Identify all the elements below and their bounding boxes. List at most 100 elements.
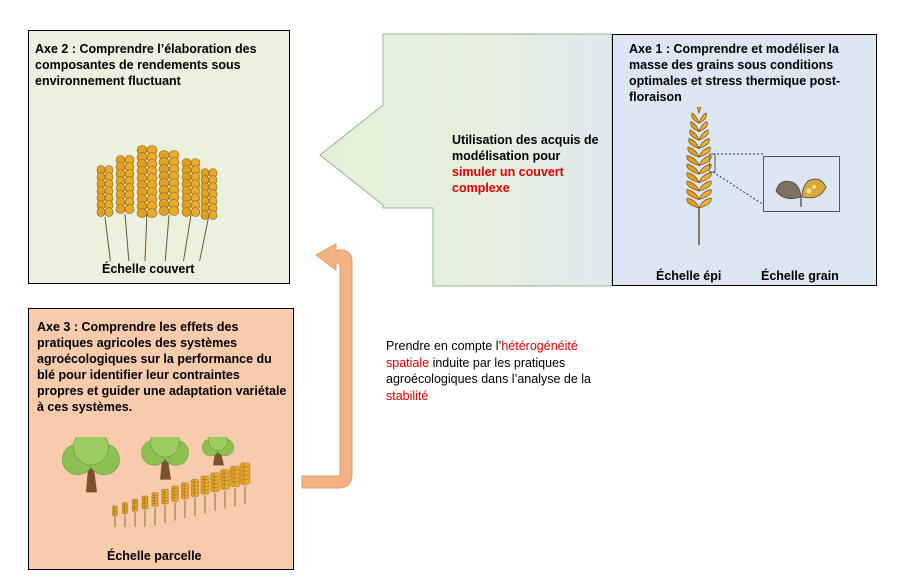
grain-icon [775, 178, 827, 207]
side-note-part3: induite par les pratiques agroécologique… [386, 355, 592, 387]
canopy-wheat-head-grain [200, 210, 210, 220]
zoom-lines [709, 153, 765, 206]
canopy-wheat-head-grain [146, 208, 158, 218]
field-wheat-grain [134, 508, 139, 512]
field-tree [202, 437, 234, 466]
field-tree [62, 437, 120, 493]
ear-spikelet [698, 172, 712, 184]
axe3-title: Axe 3 : Comprendre les effets des pratiq… [37, 320, 287, 414]
ear-spikelet [698, 121, 708, 133]
canopy-wheat-head-grain [168, 206, 180, 216]
ear-spikelet [698, 138, 710, 150]
field-wheat-grain [193, 492, 200, 497]
curved-return-arrow [301, 243, 353, 489]
ear-spikelet [698, 112, 707, 124]
canopy-wheat-head [158, 150, 180, 261]
canopy-wheat-head-grain [96, 207, 106, 217]
field-wheat-grain [203, 489, 210, 495]
ear-spikelet [698, 129, 709, 141]
big-left-arrow [319, 33, 613, 287]
ear-spikelet [698, 155, 712, 167]
ear-spikelet [686, 163, 700, 175]
field-wheat [131, 498, 139, 527]
canopy-wheat-head [199, 168, 218, 261]
field-wheat [190, 479, 200, 516]
canopy-wheat-head-grain [104, 207, 114, 217]
axe1-caption-epi: Échelle épi [656, 269, 722, 283]
canopy-wheat-head-grain [208, 210, 218, 220]
field-tree-crown [208, 437, 228, 451]
field-wheat-grain [213, 486, 220, 492]
grain-inset [763, 156, 840, 212]
field-wheat [239, 462, 251, 504]
field-wheat [210, 472, 220, 511]
ear-spikelet [688, 138, 700, 150]
field-wheat [171, 485, 179, 521]
field-wheat [112, 505, 118, 527]
field-tree [141, 437, 189, 480]
field-wheat-grain [223, 484, 230, 490]
field-tree-crown [73, 437, 109, 466]
field-tree-trunk [86, 468, 97, 493]
canopy-wheat-head-grain [136, 208, 148, 218]
field-wheat-grain [174, 497, 179, 502]
wheat-canopy-illustration [96, 145, 218, 261]
side-note-part1: Prendre en compte l’ [386, 339, 502, 353]
side-note-highlight-1: hétérogénéité spatiale [386, 339, 578, 370]
ear-spikelet [689, 129, 700, 141]
field-wheat [200, 475, 210, 514]
side-note-highlight-2: stabilité [386, 388, 429, 403]
canopy-wheat-head [181, 158, 201, 261]
axe2-caption: Échelle couvert [102, 262, 195, 276]
field-wheat-grain [243, 478, 251, 485]
canopy-wheat-head-grain [158, 206, 170, 216]
wheat-ear-illustration [686, 107, 712, 245]
field-tree-crown [150, 437, 180, 458]
field-wheat-grain [233, 481, 241, 488]
field-wheat [122, 502, 128, 527]
canopy-wheat-head-grain [181, 207, 192, 217]
side-note: Prendre en compte l’hétérogénéité spatia… [386, 338, 611, 404]
ear-spikelet [698, 180, 712, 192]
canopy-wheat-head [136, 145, 158, 261]
field-tree-trunk [213, 452, 224, 466]
field-wheat [151, 492, 159, 526]
axe3-caption: Échelle parcelle [107, 549, 202, 563]
axe2-title: Axe 2 : Comprendre l’élaboration des com… [35, 42, 257, 88]
ear-spikelet [687, 146, 700, 158]
ear-spikelet [686, 189, 700, 201]
canopy-wheat-head-stem [144, 211, 148, 261]
field-wheat-grain [184, 494, 190, 500]
axe1-title: Axe 1 : Comprendre et modéliser la masse… [629, 42, 841, 104]
canopy-wheat-head-stem [104, 216, 111, 261]
axe2-box: Axe 2 : Comprendre l’élaboration des com… [28, 30, 290, 284]
ear-spikelet [686, 155, 700, 167]
ear-spikelet [686, 180, 700, 192]
canopy-wheat-head [96, 165, 114, 261]
arrow-text-highlight: simuler un couvert complexe [452, 165, 564, 195]
ear-spikelet [686, 172, 700, 184]
field-wheat-grain [114, 513, 118, 517]
canopy-wheat-head-stem [199, 214, 210, 261]
canopy-wheat-head-stem [124, 213, 130, 261]
ear-tip [696, 107, 702, 114]
canopy-wheat-head-stem [182, 214, 192, 261]
arrow-text-part1: Utilisation des acquis de modélisation p… [452, 133, 599, 163]
field-wheat-grain [124, 510, 128, 515]
canopy-wheat-head-grain [124, 204, 135, 214]
ear-spikelet [698, 189, 712, 201]
axe1-caption-grain: Échelle grain [761, 269, 839, 283]
field-wheat [141, 495, 149, 527]
ear-spikelet [698, 163, 712, 175]
ear-spikelet [690, 121, 700, 133]
ear-spikelet [698, 146, 711, 158]
arrow-text: Utilisation des acquis de modélisation p… [452, 132, 602, 196]
field-wheat [161, 488, 169, 523]
field-wheat [180, 482, 190, 519]
ear-spikelet [698, 197, 712, 209]
field-wheat [229, 465, 241, 507]
axe1-box: Axe 1 : Comprendre et modéliser la masse… [612, 34, 877, 286]
axe3-box: Axe 3 : Comprendre les effets des pratiq… [28, 308, 294, 570]
field-illustration [62, 437, 251, 527]
